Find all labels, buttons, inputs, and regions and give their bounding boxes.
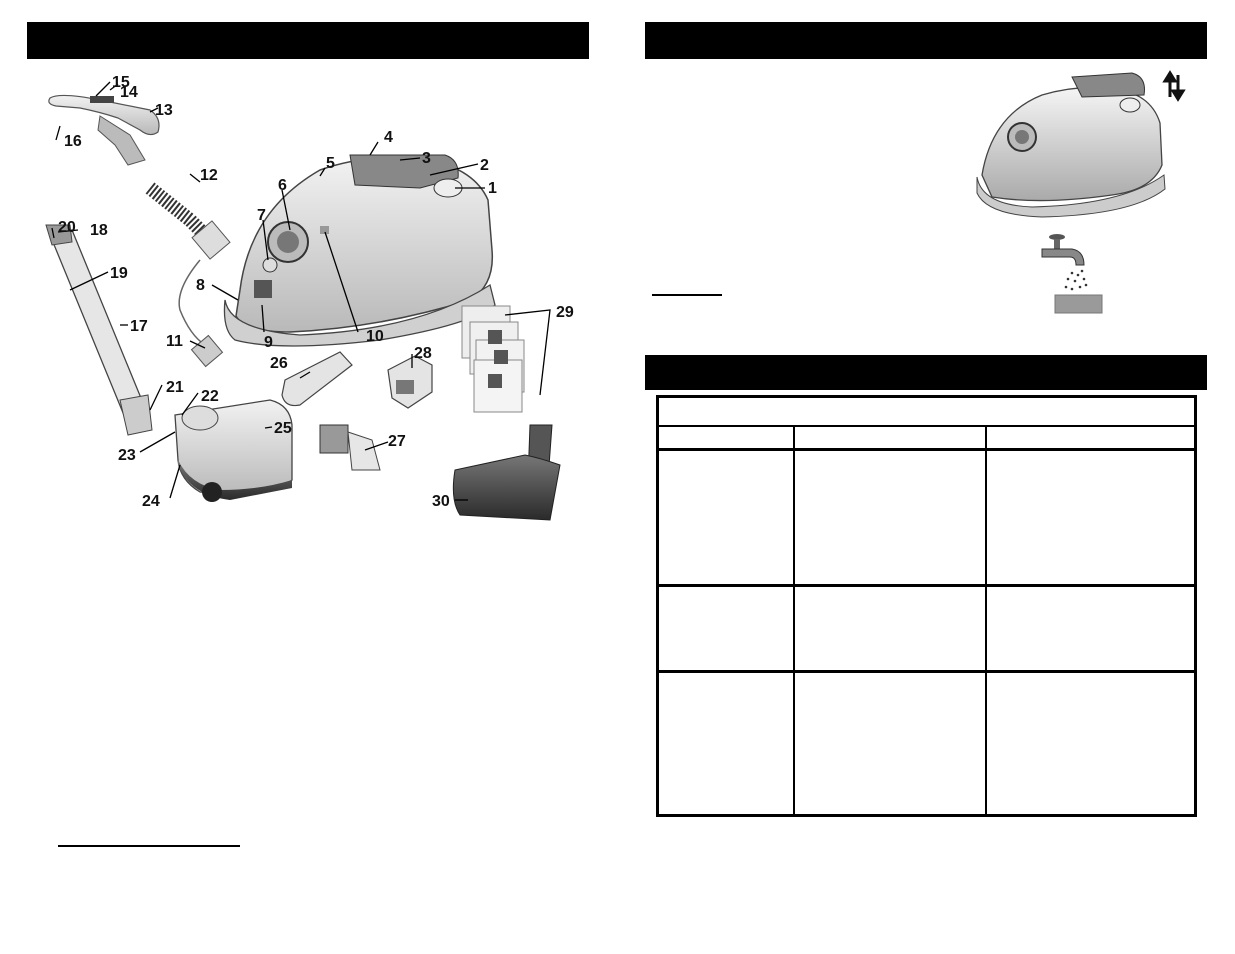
crevice-tool — [281, 351, 353, 407]
part-label-10: 10 — [366, 328, 384, 345]
part-label-23: 23 — [118, 447, 136, 464]
part-label-6: 6 — [278, 177, 287, 194]
part-label-25: 25 — [274, 420, 292, 437]
part-label-24: 24 — [142, 493, 160, 510]
turbo-brush — [174, 399, 293, 502]
part-label-12: 12 — [200, 167, 218, 184]
part-label-2: 2 — [480, 157, 489, 174]
part-label-8: 8 — [196, 277, 205, 294]
part-label-26: 26 — [270, 355, 288, 372]
vacuum-body — [223, 154, 496, 347]
part-label-15: 15 — [112, 74, 130, 91]
right-section-underline — [652, 294, 722, 296]
table-col-divider-2 — [985, 427, 987, 814]
part-label-3: 3 — [422, 150, 431, 167]
left-header-bar — [27, 22, 589, 59]
part-label-18: 18 — [90, 222, 108, 239]
dusting-brush — [319, 424, 381, 471]
filter-pad — [1054, 294, 1103, 314]
up-down-arrows-icon — [1162, 70, 1186, 102]
part-label-17: 17 — [130, 318, 148, 335]
upholstery-tool — [387, 355, 433, 409]
table-row-divider-2 — [659, 670, 1194, 673]
table-row-divider-1 — [659, 584, 1194, 587]
part-label-11: 11 — [166, 333, 183, 350]
part-label-1: 1 — [488, 180, 497, 197]
part-label-21: 21 — [166, 379, 184, 396]
vacuum-body-small — [976, 72, 1166, 218]
left-section-underline — [58, 845, 240, 847]
telescopic-wand — [45, 224, 153, 436]
troubleshooting-table — [656, 395, 1197, 817]
dust-bags — [461, 305, 525, 413]
leader-lines — [51, 81, 551, 501]
part-label-9: 9 — [264, 334, 273, 351]
floor-nozzle — [452, 424, 561, 521]
part-label-30: 30 — [432, 493, 450, 510]
hose-handle — [48, 94, 160, 166]
right-header-bar-bottom — [645, 355, 1207, 390]
hose — [145, 182, 231, 368]
part-label-5: 5 — [326, 155, 335, 172]
part-label-29: 29 — [556, 304, 574, 321]
part-label-22: 22 — [201, 388, 219, 405]
part-label-19: 19 — [110, 265, 128, 282]
part-label-4: 4 — [384, 129, 393, 146]
faucet-icon — [1041, 234, 1088, 291]
table-title-divider — [659, 425, 1194, 427]
part-label-27: 27 — [388, 433, 406, 450]
filter-removal-illustration — [976, 70, 1186, 314]
table-col-divider-1 — [793, 427, 795, 814]
table-header-divider — [659, 448, 1194, 451]
part-label-13: 13 — [155, 102, 173, 119]
part-label-16: 16 — [64, 133, 82, 150]
part-label-14: 14 — [120, 84, 138, 101]
parts-diagram: 1 2 3 4 5 6 7 8 9 10 11 12 13 14 15 16 1… — [45, 74, 574, 521]
right-header-bar-top — [645, 22, 1207, 59]
part-label-28: 28 — [414, 345, 432, 362]
part-label-7: 7 — [257, 207, 266, 224]
part-label-20: 20 — [58, 219, 76, 236]
part-numbers: 1 2 3 4 5 6 7 8 9 10 11 12 13 14 15 16 1… — [58, 74, 574, 510]
